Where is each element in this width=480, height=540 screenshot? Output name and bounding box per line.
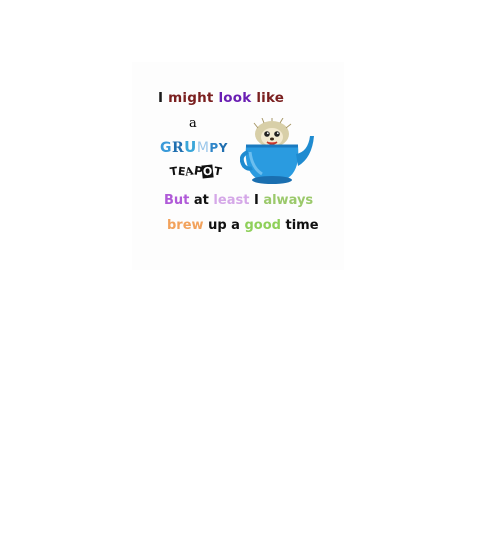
word: I	[253, 193, 264, 208]
letter: Y	[218, 141, 228, 155]
word: a	[231, 218, 245, 233]
word: like	[256, 90, 285, 106]
word: brew	[167, 218, 209, 233]
word: good	[244, 218, 286, 233]
word: I	[158, 90, 169, 106]
letter: U	[184, 138, 197, 156]
letter: R	[172, 140, 185, 156]
line-brew-up: brew up a good time	[167, 218, 319, 233]
tshirt-design: I might look like a GRUMPY TEAPOT	[132, 62, 344, 270]
line-but-at-least: But at least I always	[164, 193, 313, 208]
word: But	[164, 193, 194, 208]
word: least	[213, 193, 254, 208]
word: might	[168, 90, 219, 106]
word: look	[218, 90, 257, 106]
word: time	[285, 218, 319, 233]
teapot-spout	[296, 136, 314, 166]
word: at	[193, 193, 214, 208]
word-grumpy: GRUMPY	[160, 138, 228, 156]
hedgehog-teapot-icon	[240, 118, 314, 184]
line-a: a	[189, 116, 197, 131]
word: up	[208, 218, 232, 233]
letter: M	[196, 140, 210, 156]
letter: T	[212, 164, 223, 179]
letter: P	[209, 141, 219, 155]
word: always	[263, 193, 314, 208]
letter: G	[160, 140, 172, 156]
word-teapot: TEAPOT	[169, 163, 223, 179]
line-might-look-like: I might look like	[158, 90, 284, 106]
